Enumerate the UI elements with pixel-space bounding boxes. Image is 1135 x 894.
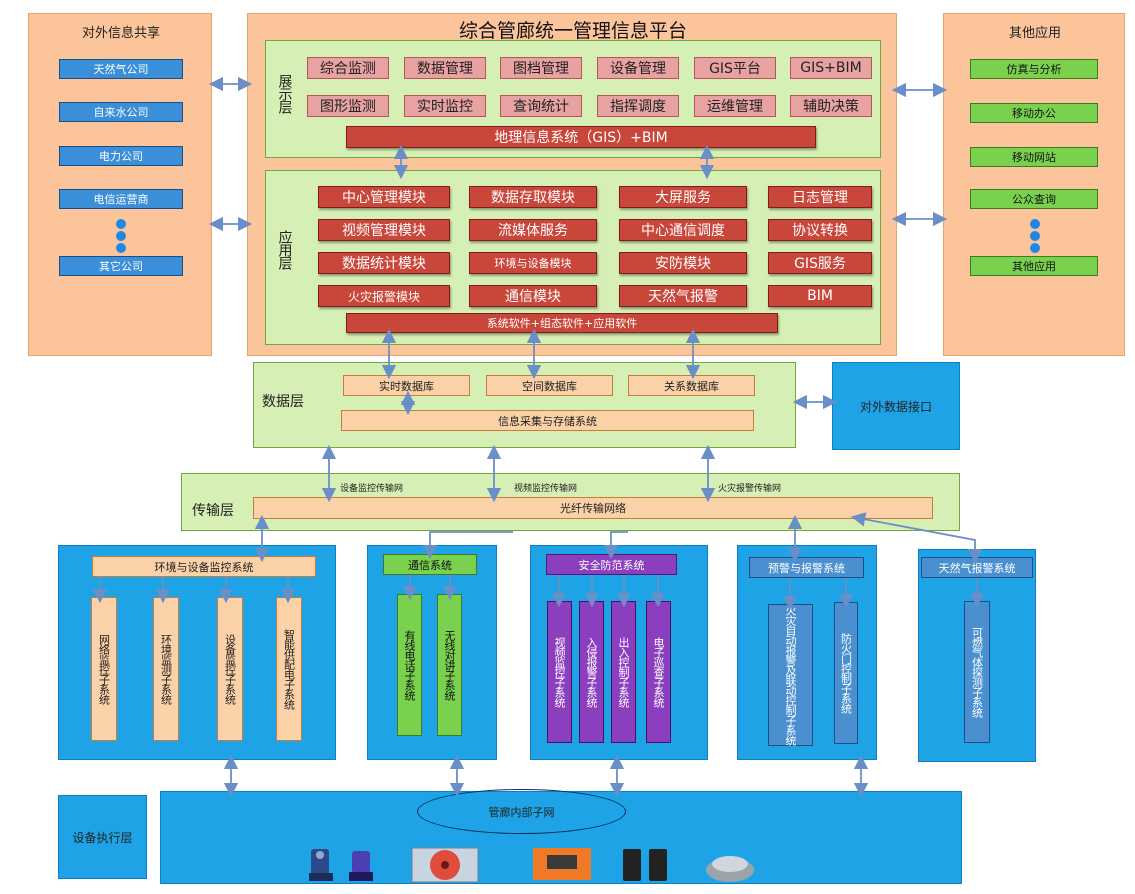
app-module: 环境与设备模块 bbox=[469, 252, 597, 274]
right-item-public-query: 公众查询 bbox=[970, 189, 1098, 209]
external-sharing-title: 对外信息共享 bbox=[81, 26, 160, 41]
display-layer-label: 展示层 bbox=[276, 73, 293, 113]
right-item-simulation: 仿真与分析 bbox=[970, 59, 1098, 79]
display-item: 运维管理 bbox=[694, 95, 776, 117]
subsystem-item: 网络监控子系统 bbox=[91, 597, 117, 741]
display-item: 图形监测 bbox=[307, 95, 389, 117]
execution-layer-box: 设备执行层 bbox=[58, 795, 147, 879]
application-layer-label: 应用层 bbox=[276, 229, 293, 269]
display-item: 查询统计 bbox=[500, 95, 582, 117]
pump-icon bbox=[343, 845, 379, 883]
subsystem-title: 安全防范系统 bbox=[546, 554, 677, 575]
display-item: 数据管理 bbox=[404, 57, 486, 79]
app-module: 火灾报警模块 bbox=[318, 285, 450, 307]
subsystem-item: 可燃气体探测子系统 bbox=[964, 601, 990, 743]
ellipsis-dot bbox=[1030, 243, 1040, 253]
ellipsis-dot bbox=[116, 231, 126, 241]
fiber-network-bar: 光纤传输网络 bbox=[253, 497, 933, 519]
external-data-interface: 对外数据接口 bbox=[832, 362, 960, 450]
app-module: 流媒体服务 bbox=[469, 219, 597, 241]
connector-arrow bbox=[422, 531, 513, 560]
external-data-interface-label: 对外数据接口 bbox=[859, 399, 932, 414]
software-bar: 系统软件+组态软件+应用软件 bbox=[346, 313, 778, 333]
left-item-water: 自来水公司 bbox=[59, 102, 183, 122]
right-item-mobile-office: 移动办公 bbox=[970, 103, 1098, 123]
subsystem-item: 火灾自动报警及联动控制子系统 bbox=[768, 604, 813, 746]
speaker-icon bbox=[618, 846, 674, 884]
other-apps-title: 其他应用 bbox=[1008, 26, 1061, 41]
subsystem-item: 智能供配电子系统 bbox=[276, 597, 302, 741]
app-module: 数据存取模块 bbox=[469, 186, 597, 208]
subsystem-title: 通信系统 bbox=[383, 554, 477, 575]
left-item-other: 其它公司 bbox=[59, 256, 183, 276]
transport-layer-label: 传输层 bbox=[192, 503, 234, 519]
subsystem-item: 无线对讲子系统 bbox=[437, 594, 462, 736]
app-module: BIM bbox=[768, 285, 872, 307]
subsystem-item: 环境监测子系统 bbox=[153, 597, 179, 741]
connector-arrow bbox=[603, 531, 628, 560]
display-item: GIS+BIM bbox=[790, 57, 872, 79]
inner-subnet-label: 管廊内部子网 bbox=[488, 805, 555, 819]
net-label: 视频监控传输网 bbox=[514, 484, 578, 494]
app-module: 日志管理 bbox=[768, 186, 872, 208]
ellipsis-dot bbox=[116, 243, 126, 253]
control-cabinet-icon bbox=[527, 845, 597, 883]
info-collection-bar: 信息采集与存储系统 bbox=[341, 410, 754, 431]
app-module: GIS服务 bbox=[768, 252, 872, 274]
subsystem-item: 入侵报警子系统 bbox=[579, 601, 604, 743]
net-label: 设备监控传输网 bbox=[340, 484, 404, 494]
left-item-gas: 天然气公司 bbox=[59, 59, 183, 79]
display-item: GIS平台 bbox=[694, 57, 776, 79]
pump-icon bbox=[303, 845, 339, 883]
app-module: 安防模块 bbox=[619, 252, 747, 274]
app-module: 协议转换 bbox=[768, 219, 872, 241]
ellipsis-dot bbox=[1030, 231, 1040, 241]
display-item: 图档管理 bbox=[500, 57, 582, 79]
app-module: 视频管理模块 bbox=[318, 219, 450, 241]
subsystem-item: 设备监控子系统 bbox=[217, 597, 243, 741]
ellipsis-dot bbox=[116, 219, 126, 229]
app-module: 大屏服务 bbox=[619, 186, 747, 208]
db-spatial: 空间数据库 bbox=[486, 375, 613, 396]
display-item: 实时监控 bbox=[404, 95, 486, 117]
right-item-other: 其他应用 bbox=[970, 256, 1098, 276]
right-item-mobile-site: 移动网站 bbox=[970, 147, 1098, 167]
app-module: 中心管理模块 bbox=[318, 186, 450, 208]
subsystem-comm bbox=[367, 545, 497, 760]
subsystem-item: 出入控制子系统 bbox=[611, 601, 636, 743]
left-item-power: 电力公司 bbox=[59, 146, 183, 166]
subsystem-item: 视频监控子系统 bbox=[547, 601, 572, 743]
connector-arrow bbox=[850, 512, 983, 564]
inner-subnet-ellipse: 管廊内部子网 bbox=[417, 789, 626, 834]
display-item: 综合监测 bbox=[307, 57, 389, 79]
execution-layer-label: 设备执行层 bbox=[72, 830, 133, 845]
platform-title: 综合管廊统一管理信息平台 bbox=[458, 20, 687, 42]
app-module: 数据统计模块 bbox=[318, 252, 450, 274]
data-layer-label: 数据层 bbox=[262, 394, 304, 410]
subsystem-title: 预警与报警系统 bbox=[749, 557, 864, 578]
app-module: 中心通信调度 bbox=[619, 219, 747, 241]
net-label: 火灾报警传输网 bbox=[718, 484, 782, 494]
display-item: 指挥调度 bbox=[597, 95, 679, 117]
subsystem-title: 环境与设备监控系统 bbox=[92, 556, 316, 577]
display-item: 辅助决策 bbox=[790, 95, 872, 117]
left-item-telecom: 电信运营商 bbox=[59, 189, 183, 209]
display-item: 设备管理 bbox=[597, 57, 679, 79]
fan-icon bbox=[410, 846, 480, 884]
app-module: 通信模块 bbox=[469, 285, 597, 307]
subsystem-item: 有线电话子系统 bbox=[397, 594, 422, 736]
app-module: 天然气报警 bbox=[619, 285, 747, 307]
gis-bim-bar: 地理信息系统（GIS）+BIM bbox=[346, 126, 816, 148]
subsystem-item: 电子巡查子系统 bbox=[646, 601, 671, 743]
other-apps-panel: 其他应用 仿真与分析 移动办公 移动网站 公众查询 其他应用 bbox=[943, 13, 1125, 356]
ellipsis-dot bbox=[1030, 219, 1040, 229]
subsystem-item: 防火门控制子系统 bbox=[834, 602, 858, 744]
external-sharing-panel: 对外信息共享 天然气公司 自来水公司 电力公司 电信运营商 其它公司 bbox=[28, 13, 212, 356]
detector-icon bbox=[703, 848, 757, 884]
